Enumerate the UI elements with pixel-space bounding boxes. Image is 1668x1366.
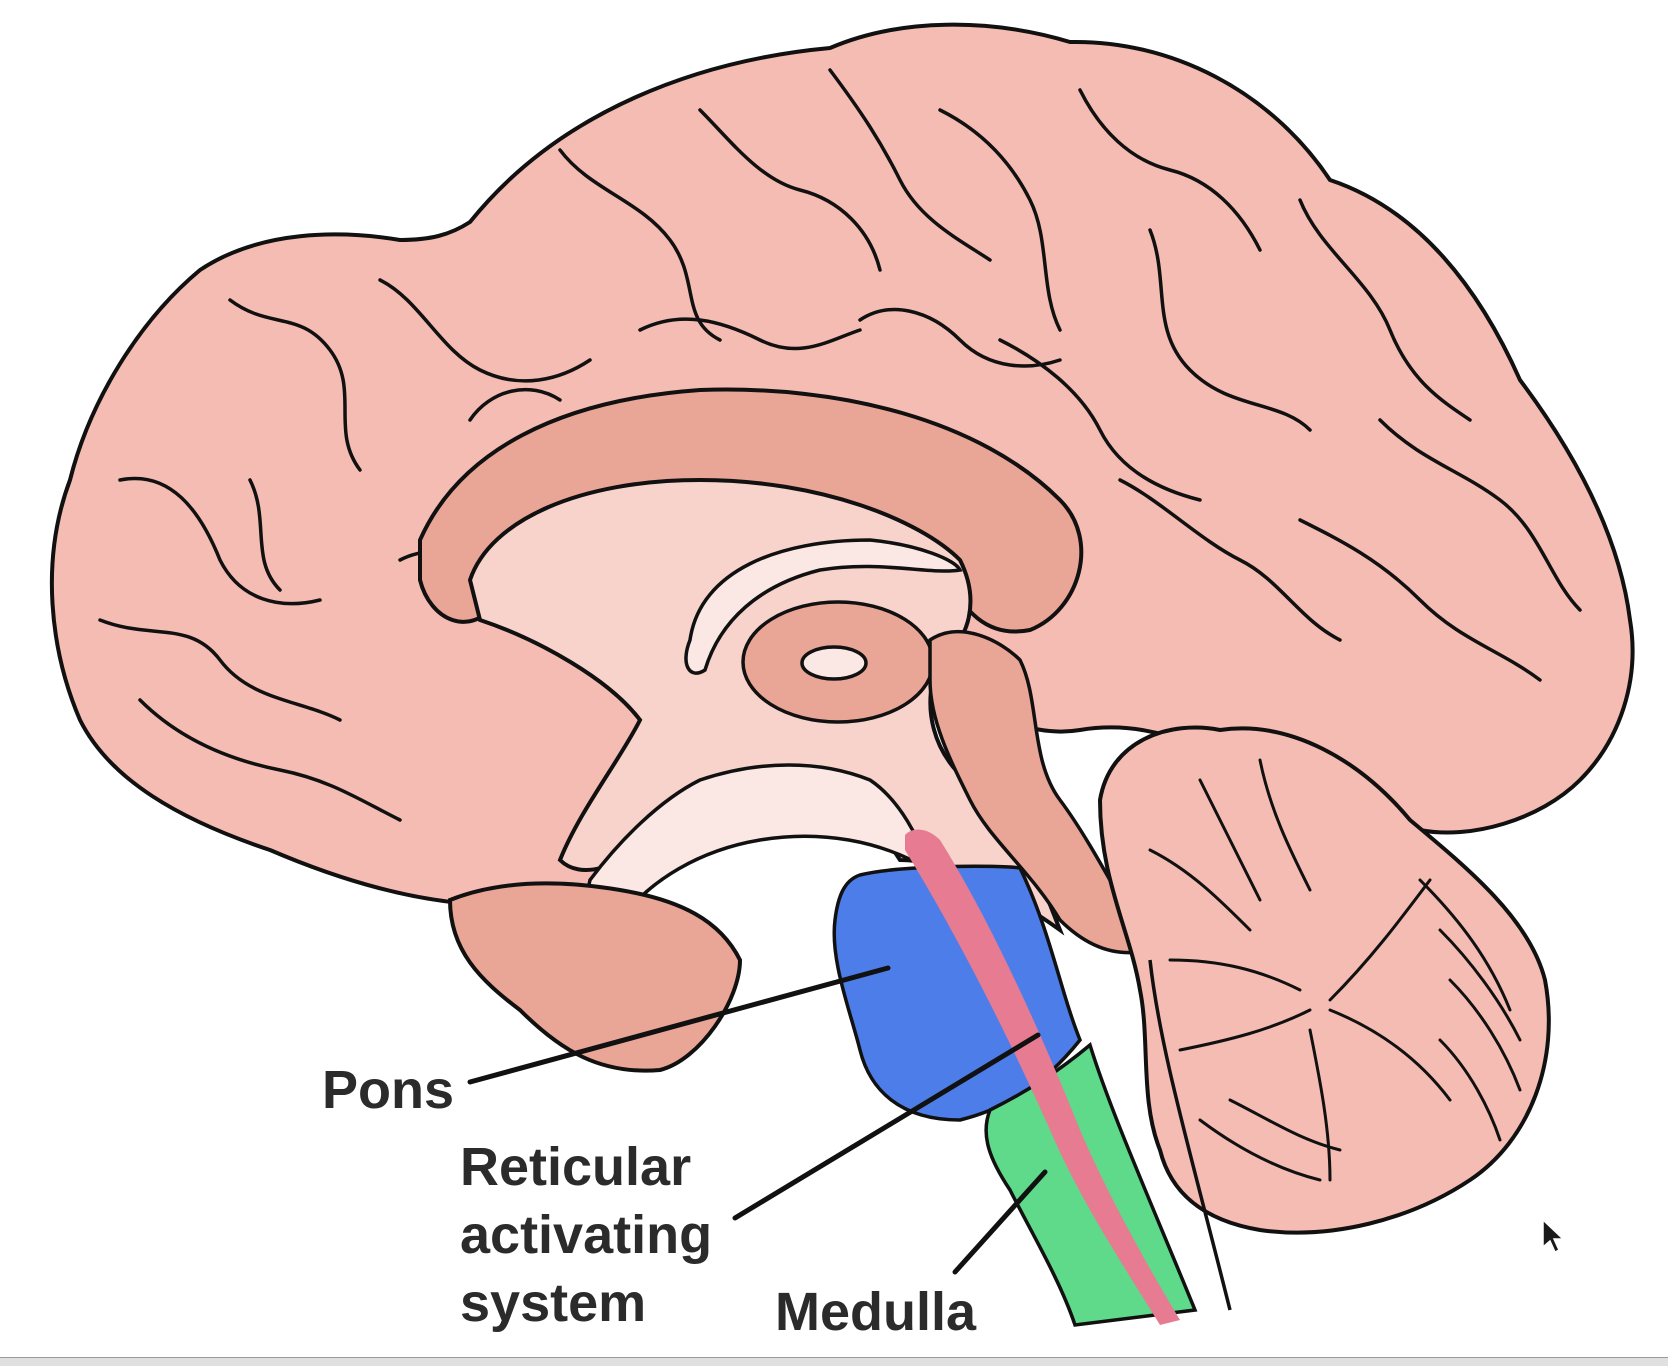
pons-label: Pons	[322, 1060, 455, 1120]
medulla-label: Medulla	[775, 1282, 977, 1342]
reticular-activating-system	[905, 829, 1180, 1325]
ras-label-line-1: Reticular	[460, 1137, 692, 1197]
temporal-lobe-lower	[447, 881, 743, 1073]
mouse-pointer-icon	[1542, 1218, 1565, 1254]
gyri-lines	[98, 68, 1582, 822]
reticular-activating-system-label: Reticular activating system	[460, 1133, 712, 1337]
pons-leader-line	[467, 965, 891, 1085]
ras-label-line-3: system	[460, 1273, 647, 1333]
brainstem-posterior-edge	[1148, 959, 1232, 1311]
interthalamic-adhesion	[800, 645, 868, 681]
medulla-leader-line	[952, 1169, 1048, 1275]
leader-lines	[467, 965, 1048, 1275]
ras-label-line-2: activating	[460, 1205, 713, 1265]
lateral-ventricle	[684, 538, 963, 675]
ras-leader-line	[732, 1032, 1041, 1221]
cerebellum	[1097, 725, 1551, 1235]
cerebellum-folia	[1148, 758, 1522, 1182]
window-bottom-edge	[0, 1357, 1668, 1366]
